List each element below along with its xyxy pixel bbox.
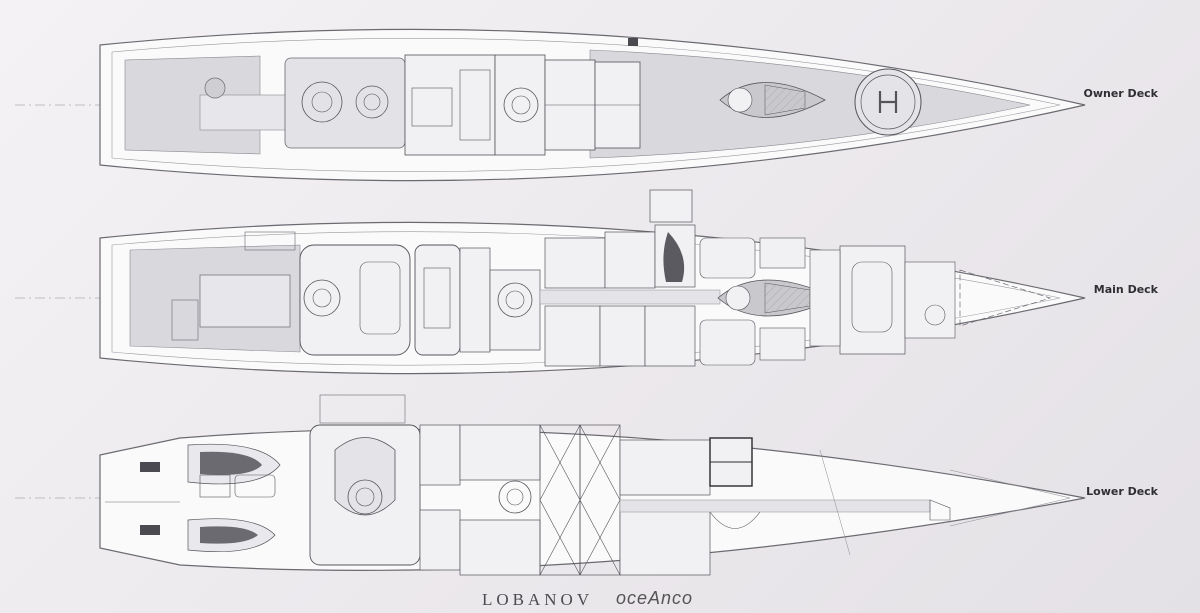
- owner-deck-plan: [15, 28, 1086, 182]
- builder-logo: oceAnco: [616, 588, 694, 608]
- lower-deck-plan: [15, 394, 1086, 576]
- designer-logo: LOBANOV: [482, 590, 594, 609]
- owner-deck-label: Owner Deck: [1083, 87, 1159, 100]
- helipad-icon: [854, 68, 922, 136]
- lower-deck-label: Lower Deck: [1086, 485, 1158, 498]
- main-deck-label: Main Deck: [1093, 283, 1158, 296]
- main-deck-plan: [15, 189, 1086, 375]
